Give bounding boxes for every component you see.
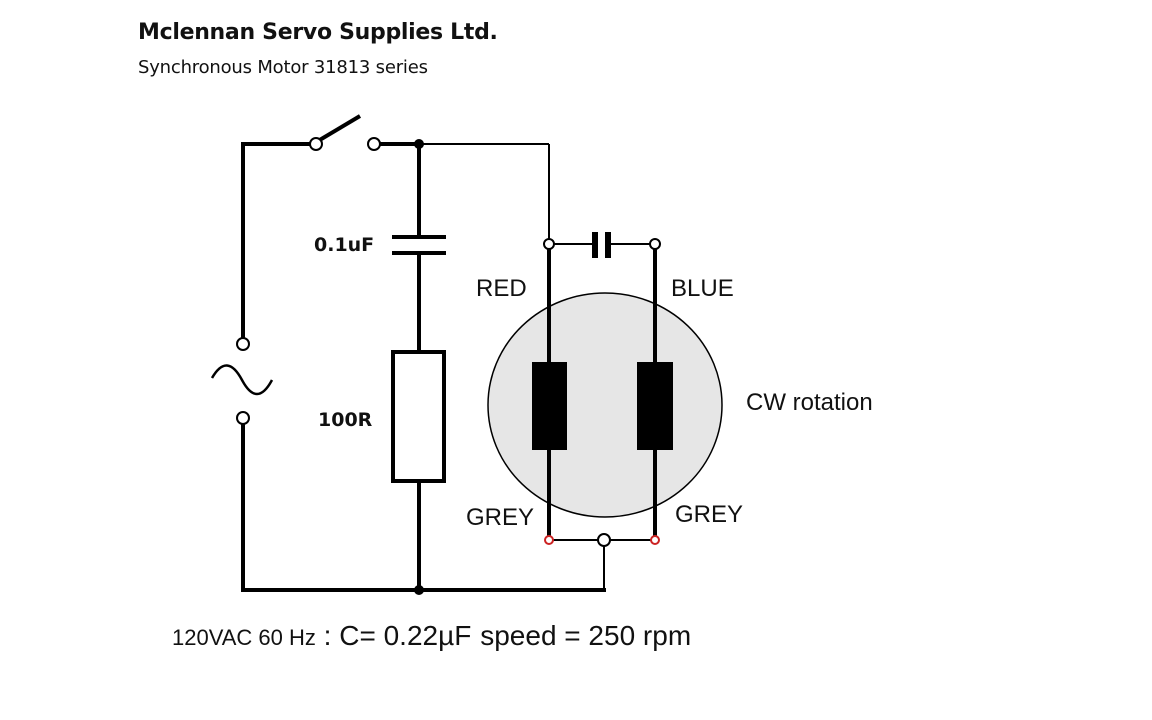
switch-lever — [316, 114, 362, 143]
terminal-grey-common — [597, 533, 611, 547]
terminal-grey-right — [650, 535, 660, 545]
ac-symbol-icon — [210, 364, 274, 396]
supply-spec: 120VAC 60 Hz — [172, 625, 316, 650]
switch-contact-left — [309, 137, 323, 151]
motor-winding-left — [532, 362, 567, 450]
label-rotation: CW rotation — [746, 389, 873, 416]
ac-terminal-bottom — [236, 411, 250, 425]
ac-source — [210, 337, 274, 425]
phase-capacitor-plate-left — [592, 232, 598, 258]
motor-winding-right — [637, 362, 673, 450]
label-grey-left: GREY — [466, 504, 534, 531]
phase-capacitor — [592, 232, 611, 258]
junction-top — [414, 139, 424, 149]
terminal-blue — [649, 238, 661, 250]
terminal-grey-left — [544, 535, 554, 545]
switch-contact-right — [367, 137, 381, 151]
junction-bottom — [414, 585, 424, 595]
motor-housing — [487, 292, 723, 518]
label-blue: BLUE — [671, 275, 734, 302]
label-grey-right: GREY — [675, 501, 743, 528]
label-red: RED — [476, 275, 527, 302]
capacitor-label: 0.1uF — [314, 234, 374, 256]
diagram-subtitle: Synchronous Motor 31813 series — [138, 57, 428, 78]
ac-terminal-top — [236, 337, 250, 351]
spec-separator: : — [315, 620, 340, 651]
specification-line: 120VAC 60 Hz : C= 0.22µF speed = 250 rpm — [172, 620, 691, 652]
phase-capacitor-plate-right — [605, 232, 611, 258]
resistor-label: 100R — [318, 409, 373, 431]
resistor-100r — [391, 350, 446, 483]
capacitor-0-1uf — [392, 235, 446, 255]
switch — [309, 114, 381, 151]
terminal-red — [543, 238, 555, 250]
speed-spec: speed = 250 rpm — [480, 620, 692, 651]
company-name: Mclennan Servo Supplies Ltd. — [138, 20, 498, 45]
capacitance-spec: C= 0.22µF — [339, 620, 472, 651]
